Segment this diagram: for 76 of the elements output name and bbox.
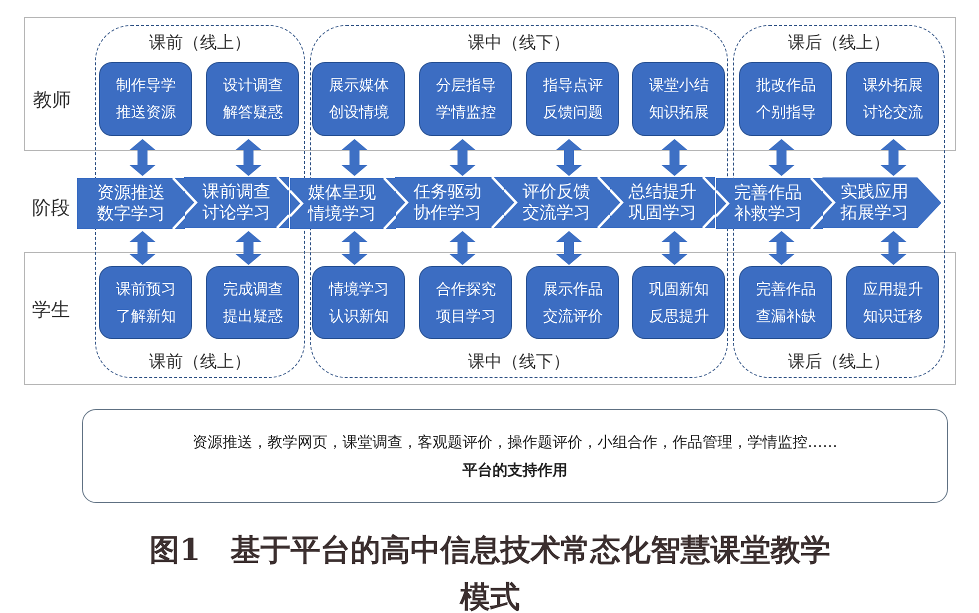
row-label: 教师 [33,89,71,111]
group-label: 课后（线上） [788,352,890,372]
activity-label: 课外拓展讨论交流 [862,75,923,124]
double-arrow [662,139,688,176]
stage-step [716,178,823,229]
stage-step [395,177,504,228]
double-arrow [450,139,476,176]
activity-label: 分层指导学情监控 [436,75,496,124]
group-label: 课前（线上） [149,352,251,372]
activity-box [526,266,620,340]
activity-label: 制作导学推送资源 [116,75,176,124]
stage-step [822,177,942,228]
double-arrow [768,231,794,265]
stage-step [610,177,716,228]
stage-step [184,177,290,228]
stage-label: 实践应用拓展学习 [840,182,908,224]
double-arrow [768,139,794,176]
stage-label: 完善作品补救学习 [734,182,802,224]
activity-box [99,266,192,340]
activity-label: 完善作品查漏补缺 [756,278,816,327]
activity-box [739,266,832,340]
activity-label: 课堂小结知识拓展 [648,75,709,124]
double-arrow [236,231,262,265]
stage-label: 任务驱动协作学习 [413,182,482,224]
stage-step [77,178,185,229]
double-arrow [342,139,368,176]
activity-label: 情境学习认识新知 [328,278,389,327]
support-panel [82,409,948,503]
feature-list-text: 资源推送，教学网页，课堂调查，客观题评价，操作题评价，小组合作，作品管理，学情监控…… [192,432,838,452]
stage-label: 资源推送数字学习 [97,182,165,224]
group-heading: 课后（线上） [788,33,890,53]
activity-box [632,266,726,340]
activity-box [312,266,406,340]
double-arrow [880,139,906,176]
activity-label: 应用提升知识迁移 [862,278,923,327]
group-label: 课中（线下） [468,352,570,372]
row-label: 阶段 [32,197,70,219]
activity-box [846,62,940,136]
activity-label: 批改作品个别指导 [756,75,816,124]
double-arrow [450,231,476,265]
stage-label: 媒体呈现情境学习 [308,182,376,224]
stage-label: 总结提升巩固学习 [628,182,696,224]
activity-box [739,62,832,136]
figure-caption: 图1 基于平台的高中信息技术常态化智慧课堂教学模式 [148,532,832,613]
activity-label: 展示媒体创设情境 [328,75,389,124]
activity-label: 课前预习了解新知 [116,278,176,327]
double-arrow [236,139,262,176]
group-heading: 课前（线上） [149,33,251,53]
activity-box [206,62,300,136]
activity-label: 展示作品交流评价 [542,278,603,327]
activity-box [312,62,406,136]
activity-label: 指导点评反馈问题 [542,75,603,124]
stage-label: 课前调查讨论学习 [202,182,270,224]
double-arrow [662,231,688,265]
activity-label: 设计调查解答疑惑 [222,75,283,124]
activity-box [206,266,300,340]
activity-box [419,266,512,340]
stage-label: 评价反馈交流学习 [522,182,590,224]
activity-box [99,62,192,136]
activity-box [419,62,512,136]
activity-box [632,62,726,136]
double-arrow [130,139,156,176]
row-label: 学生 [32,299,70,321]
stage-step [290,178,396,229]
double-arrow [880,231,906,265]
double-arrow [342,231,368,265]
double-arrow [556,139,582,176]
double-arrow [130,231,156,265]
activity-box [846,266,940,340]
activity-label: 完成调查提出疑惑 [222,278,283,327]
activity-label: 合作探究项目学习 [436,278,496,327]
support-title: 平台的支持作用 [462,460,568,480]
activity-label: 巩固新知反思提升 [648,278,709,327]
group-heading: 课中（线下） [468,33,570,53]
activity-box [526,62,620,136]
double-arrow [556,231,582,265]
